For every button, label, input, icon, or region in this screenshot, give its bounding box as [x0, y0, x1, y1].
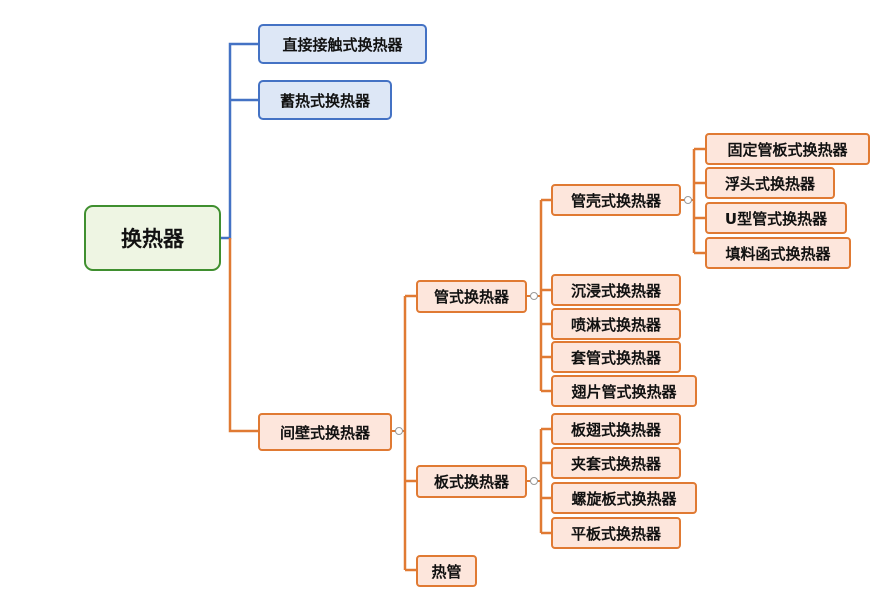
node-immersion[interactable]: 沉浸式换热器 — [551, 274, 681, 306]
node-tube[interactable]: 管式换热器 — [416, 280, 527, 313]
node-floating-head[interactable]: 浮头式换热器 — [705, 167, 835, 199]
node-regenerative[interactable]: 蓄热式换热器 — [258, 80, 392, 120]
node-jacketed[interactable]: 夹套式换热器 — [551, 447, 681, 479]
node-indirect[interactable]: 间壁式换热器 — [258, 413, 392, 451]
root-node[interactable]: 换热器 — [84, 205, 221, 271]
node-flat-plate[interactable]: 平板式换热器 — [551, 517, 681, 549]
collapse-icon[interactable] — [530, 292, 538, 300]
node-fixed-tube-sheet[interactable]: 固定管板式换热器 — [705, 133, 870, 165]
node-shell-tube[interactable]: 管壳式换热器 — [551, 184, 681, 216]
node-u-tube[interactable]: U型管式换热器 — [705, 202, 847, 234]
node-direct-contact[interactable]: 直接接触式换热器 — [258, 24, 427, 64]
collapse-icon[interactable] — [395, 427, 403, 435]
node-plate[interactable]: 板式换热器 — [416, 465, 527, 498]
node-heat-pipe[interactable]: 热管 — [416, 555, 477, 587]
node-spiral-plate[interactable]: 螺旋板式换热器 — [551, 482, 697, 514]
collapse-icon[interactable] — [684, 196, 692, 204]
node-plate-fin[interactable]: 板翅式换热器 — [551, 413, 681, 445]
node-finned-tube[interactable]: 翅片管式换热器 — [551, 375, 697, 407]
node-packed-gland[interactable]: 填料函式换热器 — [705, 237, 851, 269]
node-double-pipe[interactable]: 套管式换热器 — [551, 341, 681, 373]
collapse-icon[interactable] — [530, 477, 538, 485]
node-spray[interactable]: 喷淋式换热器 — [551, 308, 681, 340]
